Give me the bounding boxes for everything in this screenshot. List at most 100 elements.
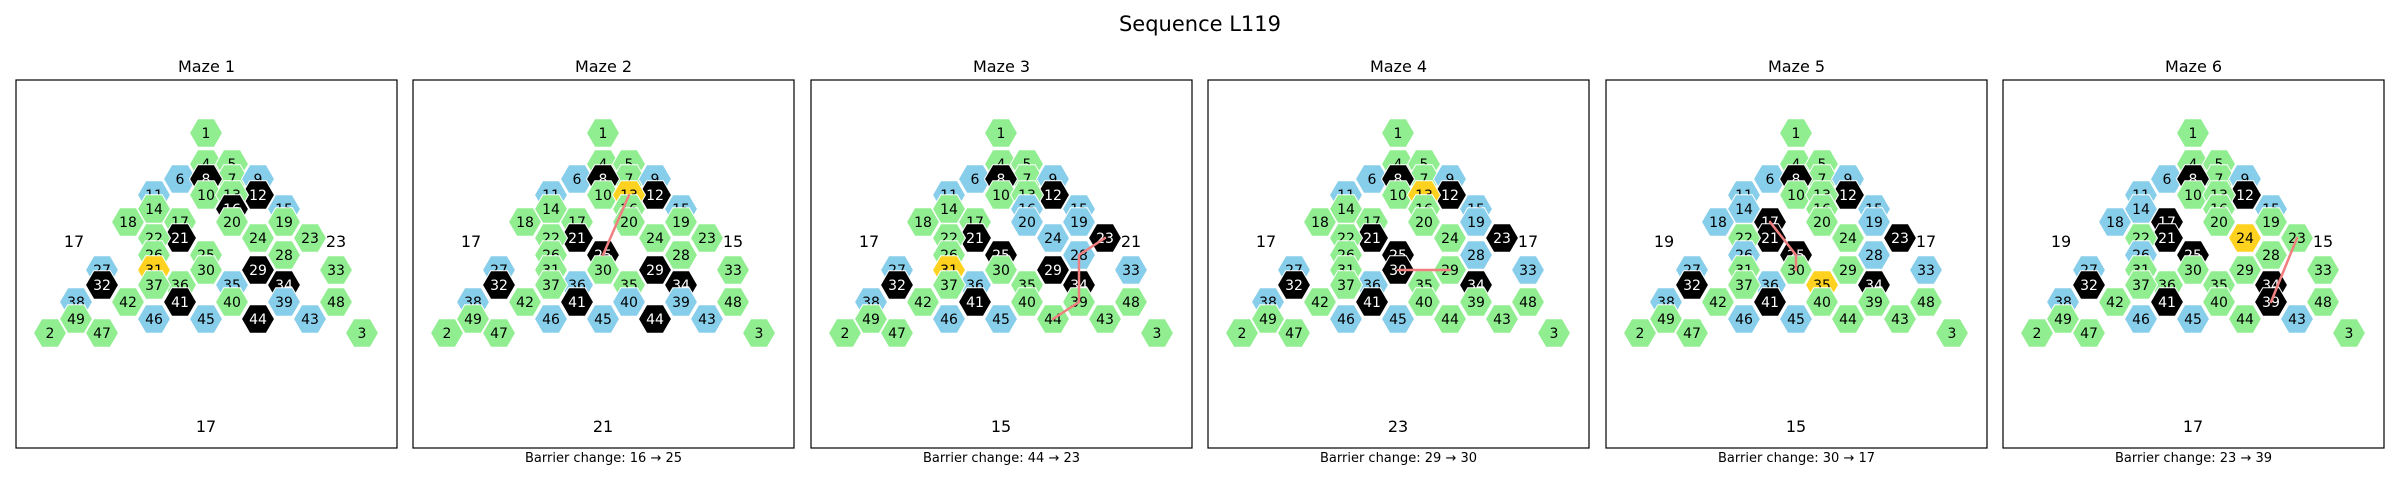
- cell-hexagon: [292, 304, 328, 334]
- cell-number: 9: [2241, 172, 2250, 188]
- cell-number: 24: [2236, 231, 2254, 247]
- maze-cell: 2: [827, 318, 863, 348]
- cell-hexagon: [983, 255, 1019, 285]
- cell-hexagon: [957, 164, 993, 194]
- cell-hexagon: [110, 207, 146, 237]
- cell-number: 2: [2033, 326, 2042, 342]
- cell-number: 30: [2184, 263, 2202, 279]
- cell-number: 42: [1311, 295, 1329, 311]
- maze-cell: 49: [853, 304, 889, 334]
- cell-number: 44: [2236, 312, 2254, 328]
- maze-cell: 20: [1009, 207, 1045, 237]
- cell-hexagon: [1856, 287, 1892, 317]
- cell-number: 14: [2132, 202, 2150, 218]
- maze-cell: 40: [1406, 287, 1442, 317]
- cell-hexagon: [1380, 118, 1416, 148]
- cell-number: 2: [46, 326, 55, 342]
- cell-number: 47: [490, 326, 508, 342]
- cell-hexagon: [1700, 207, 1736, 237]
- cell-hexagon: [1113, 287, 1149, 317]
- maze-cell: 18: [1302, 207, 1338, 237]
- cell-number: 29: [646, 263, 664, 279]
- cell-hexagon: [58, 304, 94, 334]
- maze-title: Maze 1: [178, 57, 235, 76]
- cell-hexagon: [1458, 240, 1494, 270]
- cell-number: 39: [672, 295, 690, 311]
- cell-number: 21: [1761, 231, 1779, 247]
- maze-cell: 32: [1276, 270, 1312, 300]
- cell-hexagon: [1726, 304, 1762, 334]
- cell-hexagon: [1484, 223, 1520, 253]
- maze-cell: 6: [162, 164, 198, 194]
- cell-hexagon: [2019, 318, 2055, 348]
- cell-number: 24: [646, 231, 664, 247]
- cell-hexagon: [931, 270, 967, 300]
- cell-hexagon: [1087, 304, 1123, 334]
- cell-hexagon: [1113, 255, 1149, 285]
- cell-number: 30: [992, 263, 1010, 279]
- cell-number: 7: [1023, 172, 1032, 188]
- cell-number: 33: [2314, 263, 2332, 279]
- maze-cell: 3: [741, 318, 777, 348]
- cell-number: 14: [940, 202, 958, 218]
- cell-number: 14: [542, 202, 560, 218]
- cell-number: 40: [223, 295, 241, 311]
- maze-cell: 10: [188, 180, 224, 210]
- cell-hexagon: [2201, 207, 2237, 237]
- cell-hexagon: [318, 287, 354, 317]
- maze-cell: 40: [611, 287, 647, 317]
- cell-number: 19: [1467, 215, 1485, 231]
- maze-panel-6: Maze 61234567891011121314151617181920212…: [2002, 57, 2385, 466]
- cell-number: 40: [1813, 295, 1831, 311]
- cell-number: 23: [301, 231, 319, 247]
- cell-number: 29: [249, 263, 267, 279]
- cell-hexagon: [136, 304, 172, 334]
- cell-hexagon: [1908, 287, 1944, 317]
- cell-number: 8: [202, 172, 211, 188]
- maze-frame: [2002, 79, 2385, 449]
- maze-cell: 10: [983, 180, 1019, 210]
- cell-number: 40: [1415, 295, 1433, 311]
- cell-hexagon: [983, 118, 1019, 148]
- cell-number: 7: [1420, 172, 1429, 188]
- cell-hexagon: [905, 207, 941, 237]
- cell-number: 18: [1709, 215, 1727, 231]
- cell-number: 28: [2262, 248, 2280, 264]
- cell-number: 45: [1389, 312, 1407, 328]
- cell-hexagon: [2071, 270, 2107, 300]
- cell-number: 20: [223, 215, 241, 231]
- cell-number: 2: [1636, 326, 1645, 342]
- cell-number: 10: [2184, 188, 2202, 204]
- maze-cell: 46: [931, 304, 967, 334]
- cell-number: 6: [1368, 172, 1377, 188]
- cell-hexagon: [2227, 304, 2263, 334]
- cell-hexagon: [637, 223, 673, 253]
- cell-hexagon: [1035, 223, 1071, 253]
- maze-cell: 49: [1648, 304, 1684, 334]
- maze-cell: 10: [2175, 180, 2211, 210]
- barrier-change-caption: Barrier change: 16 → 25: [525, 451, 682, 466]
- maze-cell: 12: [637, 180, 673, 210]
- cell-number: 24: [1044, 231, 1062, 247]
- cell-number: 23: [1891, 231, 1909, 247]
- cell-hexagon: [1778, 118, 1814, 148]
- cell-number: 18: [119, 215, 137, 231]
- maze-cell: 37: [136, 270, 172, 300]
- cell-number: 29: [1044, 263, 1062, 279]
- cell-hexagon: [1536, 318, 1572, 348]
- cell-number: 43: [2288, 312, 2306, 328]
- maze-cell: 19: [2253, 207, 2289, 237]
- maze-cell: 40: [214, 287, 250, 317]
- maze-path: [2269, 236, 2299, 304]
- maze-cell: 46: [1328, 304, 1364, 334]
- cell-hexagon: [2097, 287, 2133, 317]
- cell-hexagon: [1752, 164, 1788, 194]
- cell-number: 42: [914, 295, 932, 311]
- cell-hexagon: [1510, 287, 1546, 317]
- maze-cell: 30: [2175, 255, 2211, 285]
- cell-number: 45: [2184, 312, 2202, 328]
- cell-number: 14: [145, 202, 163, 218]
- cell-number: 18: [1311, 215, 1329, 231]
- cell-number: 9: [1844, 172, 1853, 188]
- cell-hexagon: [663, 287, 699, 317]
